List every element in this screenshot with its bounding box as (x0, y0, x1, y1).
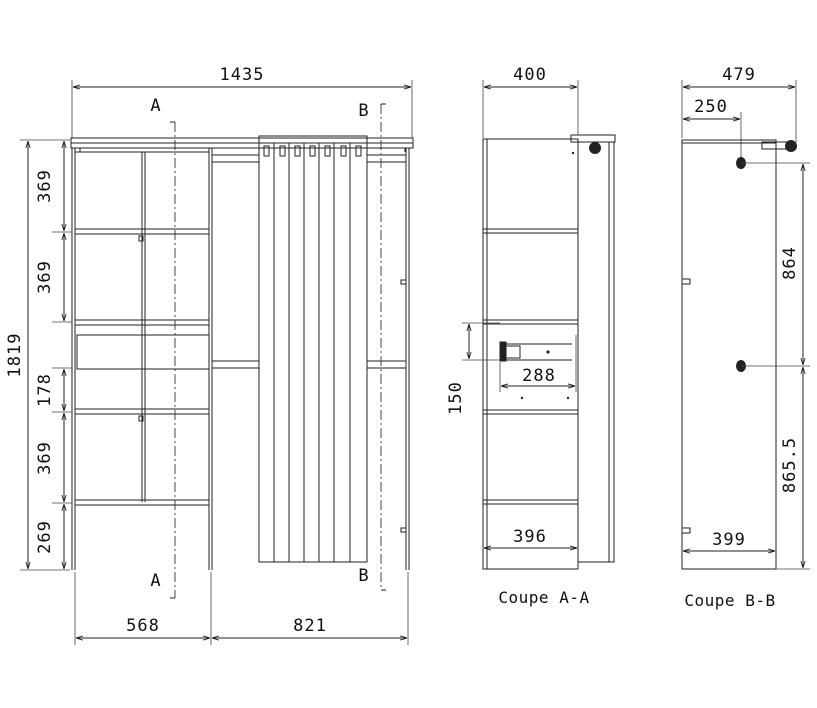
dimension-bb-bottom-width: 399 (683, 530, 775, 551)
left-unit (71, 148, 213, 570)
bb-top-width-label: 479 (722, 65, 756, 85)
overall-height-label: 1819 (5, 333, 25, 378)
bb-upper-height-label: 864 (780, 246, 800, 280)
section-line-b: B B (358, 101, 386, 591)
drawer-front (76, 334, 210, 370)
section-mark-a-bottom: A (150, 571, 161, 591)
top-rail (70, 137, 414, 152)
shelf-spacing-3: 178 (35, 373, 55, 407)
dimension-overall-width: 1435 (71, 65, 413, 138)
shelf-spacing-2: 369 (35, 260, 55, 294)
aa-top-width-label: 400 (513, 65, 547, 85)
bb-lower-height-label: 865.5 (780, 437, 800, 493)
dimension-bb-heights: 864 865.5 (741, 162, 810, 570)
aa-caption: Coupe A-A (498, 588, 589, 607)
overall-width-label: 1435 (220, 65, 265, 85)
aa-drawer-height-label: 150 (446, 381, 466, 415)
section-line-a: A A (150, 96, 176, 599)
shelf-spacing-1: 369 (35, 169, 55, 203)
bb-rail-bracket-icon (785, 140, 797, 152)
aa-bottom-width-label: 396 (513, 527, 547, 547)
section-mark-b-top: B (358, 101, 369, 121)
section-mark-a-top: A (150, 96, 161, 116)
section-mark-b-bottom: B (358, 566, 369, 586)
dimension-aa-drawer-depth: 288 (499, 335, 577, 392)
bb-caption: Coupe B-B (684, 591, 775, 610)
dimension-bb-top-width: 479 (681, 65, 797, 142)
section-aa: 400 150 288 (446, 65, 616, 607)
dimension-bb-offset: 250 (683, 97, 742, 160)
right-width-label: 821 (293, 616, 327, 636)
curtain (258, 135, 368, 563)
dimension-aa-top-width: 400 (482, 65, 579, 138)
shelf-spacing-5: 269 (35, 520, 55, 554)
section-bb: 479 250 864 865.5 399 Coupe B-B (681, 65, 810, 610)
dimension-aa-bottom-width: 396 (484, 527, 577, 548)
aa-rail-bracket-icon (589, 142, 601, 154)
dimension-overall-height: 1819 (5, 139, 70, 571)
front-view: 1435 (5, 65, 414, 645)
right-unit (211, 148, 410, 570)
aa-drawer-depth-label: 288 (522, 366, 556, 386)
dimension-shelf-spacings: 369 369 178 369 269 (35, 141, 72, 569)
aa-curtain-rail (570, 134, 616, 563)
bb-bottom-width-label: 399 (712, 530, 746, 550)
dimension-aa-drawer-height: 150 (446, 322, 500, 415)
bb-cabinet-body (681, 139, 777, 570)
bb-offset-label: 250 (694, 97, 728, 117)
shelf-spacing-4: 369 (35, 441, 55, 475)
left-width-label: 568 (126, 616, 160, 636)
dimension-bottom-widths: 568 821 (74, 572, 409, 645)
